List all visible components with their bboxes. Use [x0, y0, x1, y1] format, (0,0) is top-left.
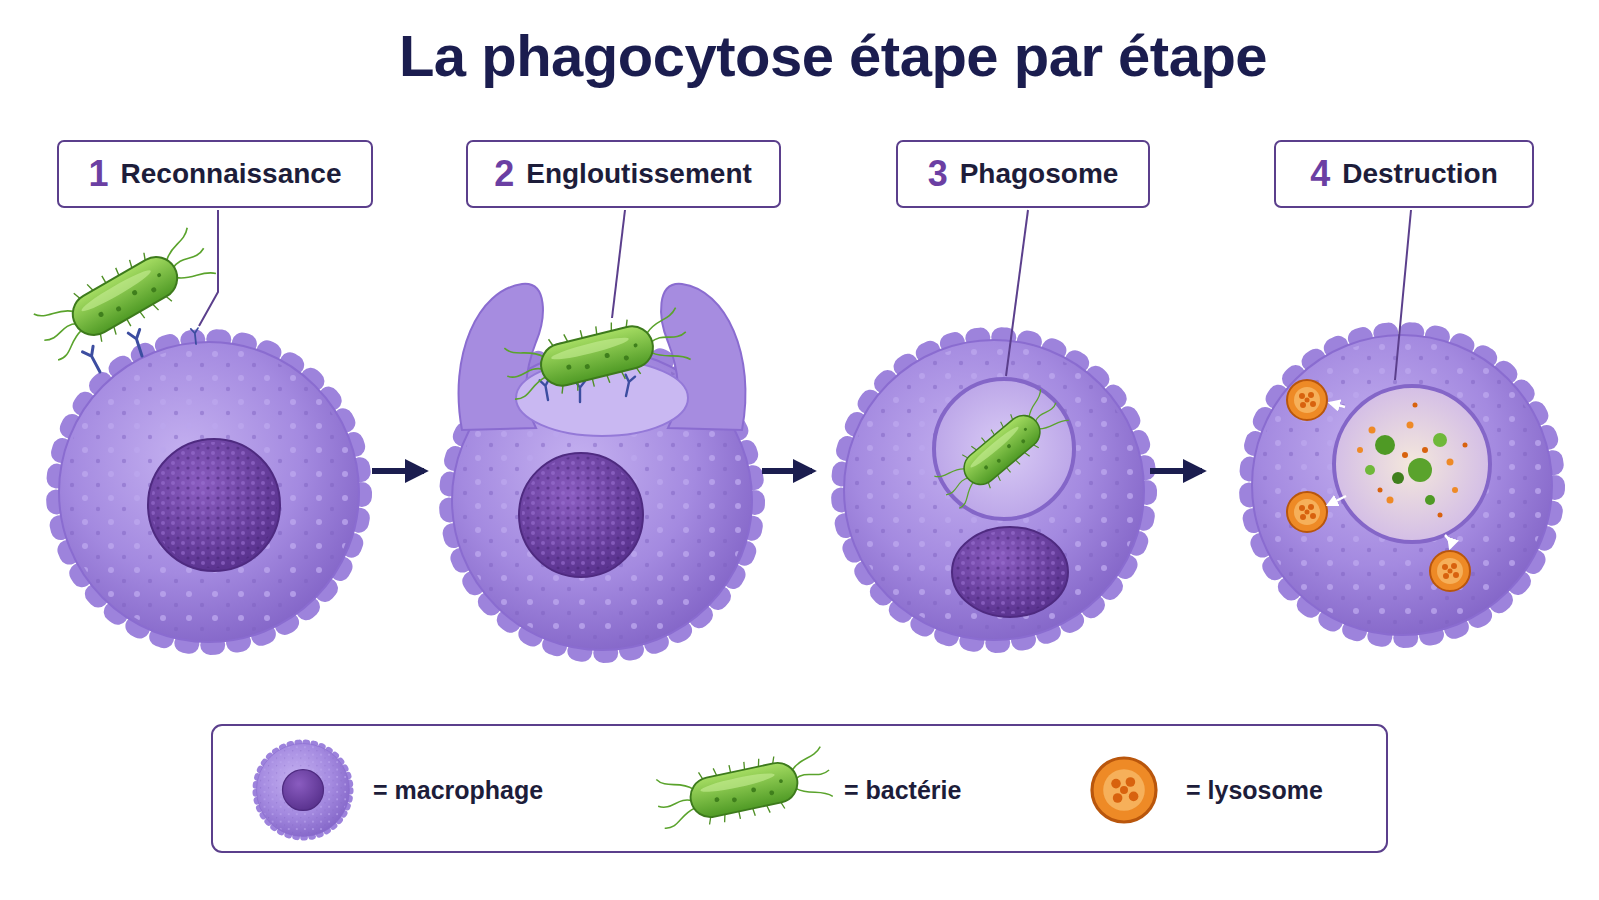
legend-macrophage-sample [256, 743, 351, 838]
receptor [575, 381, 585, 402]
nucleus-texture [151, 442, 277, 568]
fusion-arrow [1328, 496, 1346, 505]
step-box: 1 Reconnaissance [57, 140, 373, 208]
step-content: 2 Engloutissement [494, 153, 752, 195]
macrophage [256, 743, 351, 838]
nucleus-texture [522, 456, 640, 574]
step-content: 4 Destruction [1310, 153, 1498, 195]
step-2-illustration [449, 284, 755, 653]
step-content: 1 Reconnaissance [88, 153, 341, 195]
step-label: Reconnaissance [121, 158, 342, 190]
step-arrow [762, 468, 812, 474]
step-number: 4 [1310, 153, 1330, 195]
nucleus [952, 527, 1068, 617]
receptor [191, 328, 200, 344]
step-number: 1 [88, 153, 108, 195]
fusion-arrow [1445, 535, 1450, 548]
leader-line [1006, 210, 1028, 376]
macrophage [1249, 332, 1555, 638]
bacterium [932, 386, 1072, 514]
legend-label: = lysosome [1186, 776, 1323, 805]
leader-line [1395, 210, 1411, 380]
step-number: 2 [494, 153, 514, 195]
lysosome [1287, 380, 1327, 420]
bacterium [500, 305, 693, 407]
nucleus-texture [955, 530, 1065, 614]
step-4-illustration [1249, 332, 1555, 638]
leader-line [199, 210, 218, 326]
step-3-illustration [841, 337, 1147, 643]
receptor [82, 346, 105, 375]
nucleus [519, 453, 643, 577]
step-box: 3 Phagosome [896, 140, 1150, 208]
step-arrow [372, 468, 424, 474]
leader-line [612, 210, 625, 318]
macrophage [841, 337, 1147, 643]
legend-lysosome-sample [1092, 758, 1156, 822]
nucleus [148, 439, 280, 571]
macrophage [56, 339, 362, 645]
step-number: 3 [928, 153, 948, 195]
bacterium [30, 224, 219, 367]
legend-label: = macrophage [373, 776, 543, 805]
legend-bacterium-sample [653, 744, 836, 835]
nucleus [283, 770, 324, 811]
step-box: 2 Engloutissement [466, 140, 781, 208]
bacterial-debris [1357, 403, 1468, 518]
fusion-arrow [1330, 403, 1345, 407]
title: La phagocytose étape par étape [399, 22, 1267, 89]
legend-label: = bactérie [844, 776, 961, 805]
step-content: 3 Phagosome [928, 153, 1119, 195]
step-label: Phagosome [960, 158, 1119, 190]
step-arrow [1150, 468, 1202, 474]
step-1-illustration [30, 224, 362, 645]
step-label: Destruction [1342, 158, 1498, 190]
receptor [621, 375, 635, 397]
legend-frame [212, 725, 1387, 852]
step-label: Engloutissement [526, 158, 752, 190]
step-box: 4 Destruction [1274, 140, 1534, 208]
lysosome [1430, 551, 1470, 591]
phagolysosome [1334, 386, 1490, 542]
receptor [128, 329, 147, 357]
lysosome [1287, 492, 1327, 532]
